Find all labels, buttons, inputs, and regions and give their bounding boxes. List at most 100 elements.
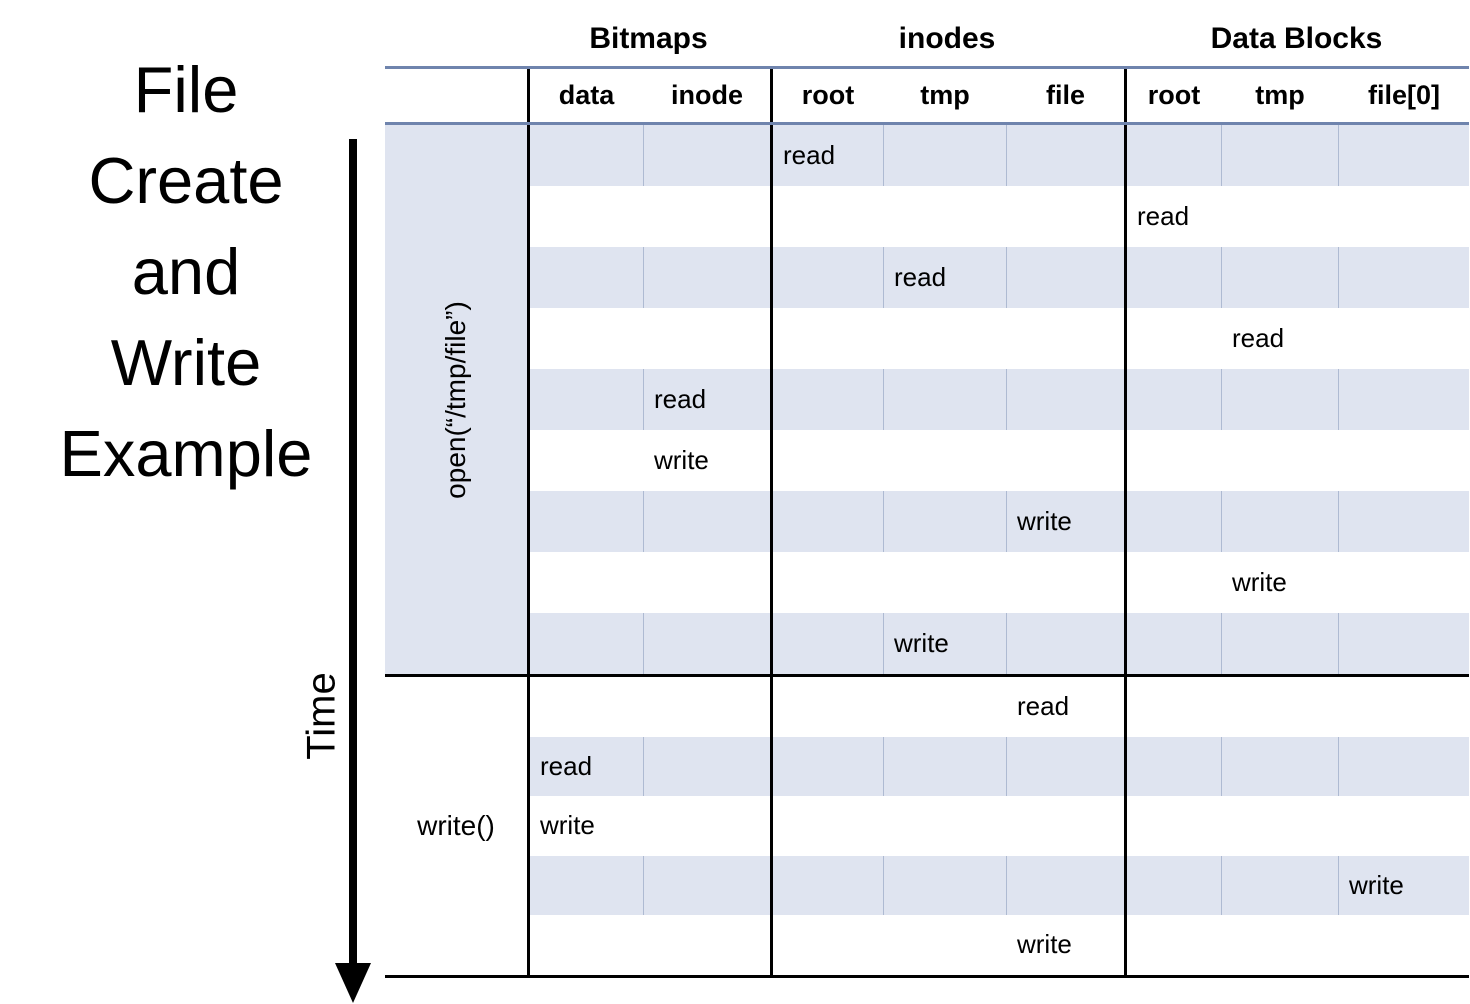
op-cell-empty xyxy=(1124,855,1221,915)
op-cell-empty xyxy=(770,613,883,674)
column-header-datablock-root: root xyxy=(1124,69,1221,122)
op-cell-empty xyxy=(1221,186,1338,247)
title-line: and xyxy=(131,235,241,308)
disk-structures-table: Bitmaps inodes Data Blocks data inode ro… xyxy=(385,12,1469,978)
op-cell-write: write xyxy=(883,613,1006,674)
op-cell-empty xyxy=(1124,308,1221,369)
op-cell-empty xyxy=(883,491,1006,552)
op-cell-empty xyxy=(1221,125,1338,186)
op-cell-empty xyxy=(1221,369,1338,430)
column-header-bitmap-inode: inode xyxy=(671,80,743,110)
table-row: write xyxy=(527,915,1469,975)
op-cell-empty xyxy=(1221,491,1338,552)
group-header-row: Bitmaps inodes Data Blocks xyxy=(385,12,1469,66)
op-cell-empty xyxy=(1221,796,1338,856)
op-cell-write: write xyxy=(1232,567,1287,597)
op-cell-empty xyxy=(1221,247,1338,308)
op-cell-empty xyxy=(527,613,643,674)
op-cell-read: read xyxy=(643,369,770,430)
op-cell-empty xyxy=(1338,915,1469,975)
op-cell-empty xyxy=(527,308,643,369)
op-cell-empty xyxy=(770,736,883,796)
column-header-inode-tmp: tmp xyxy=(920,80,970,110)
title-line: Create xyxy=(88,144,284,217)
op-cell-empty xyxy=(1221,677,1338,737)
table-row: read xyxy=(527,186,1469,247)
op-cell-empty xyxy=(770,430,883,491)
op-cell-empty xyxy=(883,736,1006,796)
page-title: File Create and Write Example xyxy=(12,44,360,499)
op-cell-empty xyxy=(643,308,770,369)
title-line: Example xyxy=(59,417,313,490)
op-cell-empty xyxy=(1221,613,1338,674)
op-cell-empty xyxy=(527,125,643,186)
op-cell-empty xyxy=(1006,552,1124,613)
op-cell-empty xyxy=(527,915,643,975)
op-cell-empty xyxy=(527,491,643,552)
op-cell-empty xyxy=(1124,796,1221,856)
op-cell-empty xyxy=(883,677,1006,737)
op-cell-empty xyxy=(883,796,1006,856)
op-cell-empty xyxy=(883,125,1006,186)
section-write-label-cell: write() xyxy=(385,677,527,975)
op-cell-read: read xyxy=(527,736,643,796)
op-cell-write: write xyxy=(1017,929,1072,960)
op-cell-empty xyxy=(770,915,883,975)
column-header-inode-root: root xyxy=(770,69,883,122)
op-cell-empty xyxy=(1221,430,1338,491)
table-row: read xyxy=(527,736,1469,796)
op-cell-empty xyxy=(643,796,770,856)
title-line: Write xyxy=(110,326,262,399)
op-cell-empty xyxy=(1124,369,1221,430)
table-row: read xyxy=(527,125,1469,186)
op-cell-write: write xyxy=(1338,855,1469,915)
op-cell-empty xyxy=(527,430,643,491)
op-cell-empty xyxy=(527,247,643,308)
op-cell-empty xyxy=(643,125,770,186)
op-cell-empty xyxy=(1124,552,1221,613)
op-cell-empty xyxy=(770,796,883,856)
op-cell-empty xyxy=(527,552,643,613)
op-cell-empty xyxy=(1338,308,1469,369)
op-cell-empty xyxy=(1124,491,1221,552)
op-cell-empty xyxy=(1124,430,1221,491)
section-open-label-cell: open(“/tmp/file”) xyxy=(385,125,527,674)
op-cell-empty xyxy=(1006,613,1124,674)
table-row: write xyxy=(527,430,1469,491)
op-cell-write: write xyxy=(1006,491,1124,552)
op-cell-empty xyxy=(883,915,1006,975)
group-header-bitmaps: Bitmaps xyxy=(589,22,708,55)
op-cell-empty xyxy=(1338,369,1469,430)
op-cell-write: write xyxy=(527,796,643,856)
op-cell-empty xyxy=(1221,915,1338,975)
op-cell-read: read xyxy=(1017,691,1070,722)
op-cell-empty xyxy=(1221,736,1338,796)
op-cell-empty xyxy=(770,308,883,369)
op-cell-empty xyxy=(770,677,883,737)
table-row: read xyxy=(527,308,1469,369)
op-cell-empty xyxy=(883,186,1006,247)
op-cell-empty xyxy=(527,677,643,737)
op-cell-empty xyxy=(1124,677,1221,737)
table-row: read xyxy=(527,247,1469,308)
table-row: write xyxy=(527,491,1469,552)
column-header-bitmap-data: data xyxy=(527,69,643,122)
op-cell-read: read xyxy=(770,125,883,186)
op-cell-empty xyxy=(883,855,1006,915)
op-cell-read: read xyxy=(1232,323,1285,353)
op-cell-empty xyxy=(1338,677,1469,737)
op-cell-empty xyxy=(643,186,770,247)
op-cell-empty xyxy=(1338,125,1469,186)
op-cell-empty xyxy=(883,308,1006,369)
table-row: read xyxy=(527,369,1469,430)
op-cell-empty xyxy=(770,369,883,430)
op-cell-empty xyxy=(1006,186,1124,247)
op-cell-empty xyxy=(883,430,1006,491)
time-arrow-head-icon xyxy=(335,963,371,1003)
time-axis-label: Time xyxy=(299,672,344,760)
op-cell-empty xyxy=(1338,736,1469,796)
